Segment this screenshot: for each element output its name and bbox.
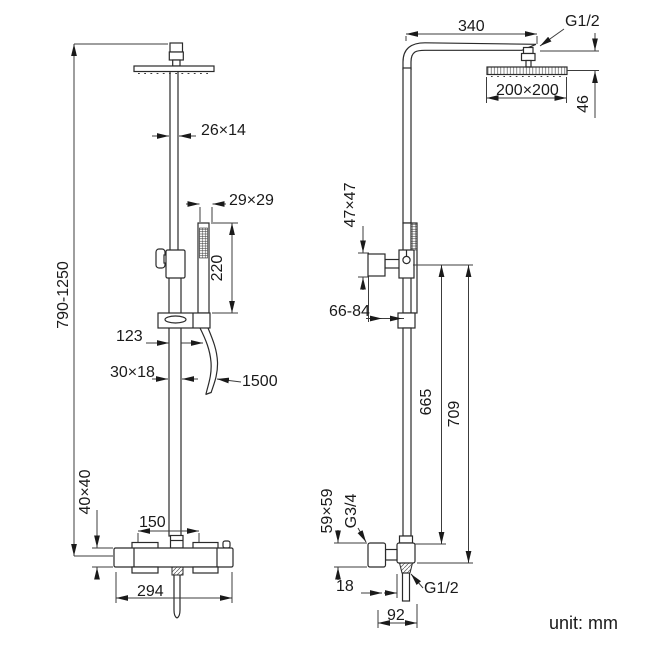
front-hand-shower [197, 222, 210, 314]
side-shower-head [486, 46, 568, 77]
side-dimensions: 340 G1/2 200×200 46 47×47 [319, 13, 600, 628]
dim-hand-shower-section: 29×29 [229, 192, 274, 209]
dim-arm-reach: 340 [458, 18, 485, 35]
side-view: 340 G1/2 200×200 46 47×47 [319, 13, 600, 628]
front-hose [199, 327, 219, 396]
dim-handle-spacing: 150 [139, 514, 166, 531]
front-slide-bracket [155, 248, 186, 279]
dim-handle-section: 59×59 [319, 488, 336, 533]
side-riser-pipe-upper [402, 67, 412, 224]
dim-riser-drop: 709 [446, 401, 463, 428]
front-riser-pipe [168, 70, 182, 537]
dim-head-thread: G1/2 [565, 13, 600, 30]
dim-head-size: 200×200 [496, 82, 559, 99]
dim-riser-length: 665 [418, 389, 435, 416]
dim-valve-section: 40×40 [77, 469, 94, 514]
side-slide-bracket [367, 249, 415, 279]
dim-outlet-width: 92 [387, 607, 405, 624]
dim-inlet-thread: G3/4 [343, 494, 360, 529]
dim-outlet-thread: G1/2 [424, 580, 459, 597]
side-gooseneck-arm [402, 42, 537, 70]
dim-height-range: 790-1250 [55, 261, 72, 329]
dim-outlet-offset: 18 [336, 578, 354, 595]
unit-label: unit: mm [549, 613, 618, 633]
dim-shelf-to-hose: 123 [116, 328, 143, 345]
front-dimensions: 790-1250 26×14 29×29 220 123 30×18 [55, 43, 278, 603]
dim-bracket-section: 47×47 [342, 182, 359, 227]
front-view: 790-1250 26×14 29×29 220 123 30×18 [55, 42, 278, 619]
front-shower-head [133, 42, 215, 74]
front-shelf [157, 312, 211, 329]
side-riser-pipe-lower [402, 327, 412, 537]
dim-wall-clearance: 66-84 [329, 303, 370, 320]
dim-hose-length: 1500 [242, 373, 278, 390]
dim-head-height: 46 [575, 95, 592, 113]
front-mixer-valve [113, 534, 234, 619]
dim-valve-width: 294 [137, 583, 164, 600]
side-shelf [397, 312, 416, 329]
dim-upper-pipe-section: 26×14 [201, 122, 246, 139]
dim-lower-pipe-section: 30×18 [110, 364, 155, 381]
side-mixer-valve [367, 535, 416, 602]
dim-hand-shower-length: 220 [209, 255, 226, 282]
